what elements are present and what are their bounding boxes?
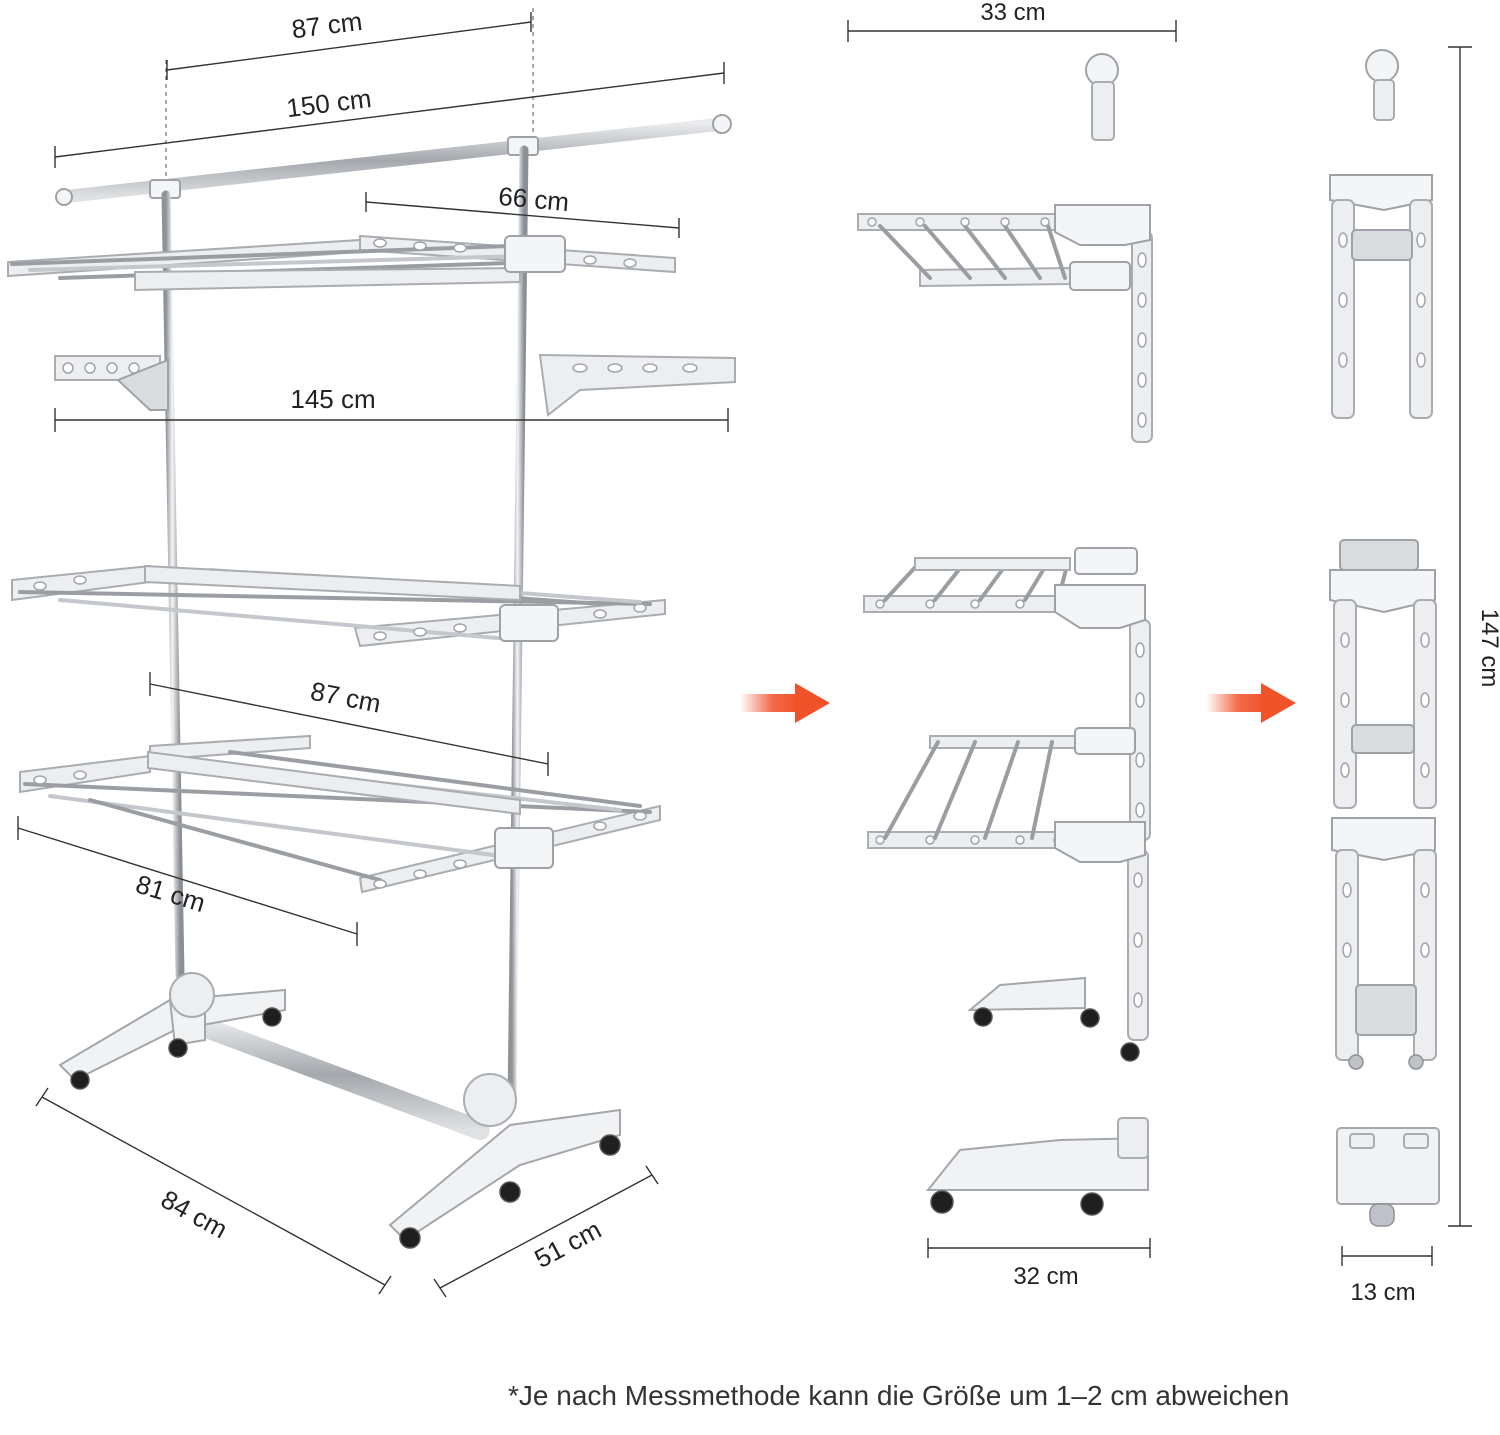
unfolded-rack: 87 cm 150 cm 66 cm 145 cm 87 cm 81 cm 84… xyxy=(7,6,736,1298)
caster-wheel xyxy=(168,1038,188,1058)
side-bottom-shelf xyxy=(867,727,1146,863)
dim-label-wings-width: 145 cm xyxy=(290,384,375,414)
rail-end-cap xyxy=(55,188,73,206)
arrow-right-icon xyxy=(1206,683,1296,723)
measurement-footnote: *Je nach Messmethode kann die Größe um 1… xyxy=(508,1380,1290,1411)
caster-wheel xyxy=(1080,1008,1100,1028)
caster-wheel xyxy=(1080,1192,1104,1216)
dim-label-base-length: 84 cm xyxy=(156,1184,232,1245)
dimension-lines-left xyxy=(17,12,729,1298)
dim-label-folded-width: 13 cm xyxy=(1350,1279,1415,1306)
side-top-shelf xyxy=(857,204,1151,291)
caster-wheel xyxy=(70,1070,90,1090)
folded-rack: 147 cm 13 cm xyxy=(1329,46,1500,1306)
caster-wheel xyxy=(1408,1054,1424,1070)
caster-wheel xyxy=(1369,1203,1395,1227)
caster-wheel xyxy=(262,1007,282,1027)
dim-label-base-depth: 51 cm xyxy=(529,1214,606,1274)
dim-label-top-full-width: 150 cm xyxy=(285,83,373,123)
dim-label-side-top-width: 33 cm xyxy=(980,0,1045,26)
dim-label-top-inner-width: 87 cm xyxy=(290,6,364,44)
side-view-rack: 33 cm 32 cm xyxy=(847,0,1177,1290)
caster-wheel xyxy=(499,1181,521,1203)
dim-label-top-depth: 66 cm xyxy=(497,181,570,217)
side-middle-shelf xyxy=(863,547,1146,629)
top-knob xyxy=(1365,49,1399,83)
caster-wheel xyxy=(973,1007,993,1027)
caster-wheel xyxy=(1120,1042,1140,1062)
arrow-right-icon xyxy=(740,683,830,723)
left-pole xyxy=(161,190,185,980)
side-wings xyxy=(54,353,736,417)
caster-wheel xyxy=(399,1227,421,1249)
caster-wheel xyxy=(599,1134,621,1156)
caster-wheel xyxy=(1348,1054,1364,1070)
side-base xyxy=(925,976,1149,1216)
caster-wheel xyxy=(930,1190,954,1214)
rail-end-cap xyxy=(712,114,732,134)
middle-shelf xyxy=(11,564,666,648)
bottom-shelf xyxy=(19,734,661,894)
dim-label-middle-depth: 87 cm xyxy=(308,676,383,719)
top-shelf xyxy=(7,234,676,292)
base xyxy=(58,972,621,1249)
dim-label-height: 147 cm xyxy=(1476,609,1500,688)
dim-label-side-base-width: 32 cm xyxy=(1013,1263,1078,1290)
